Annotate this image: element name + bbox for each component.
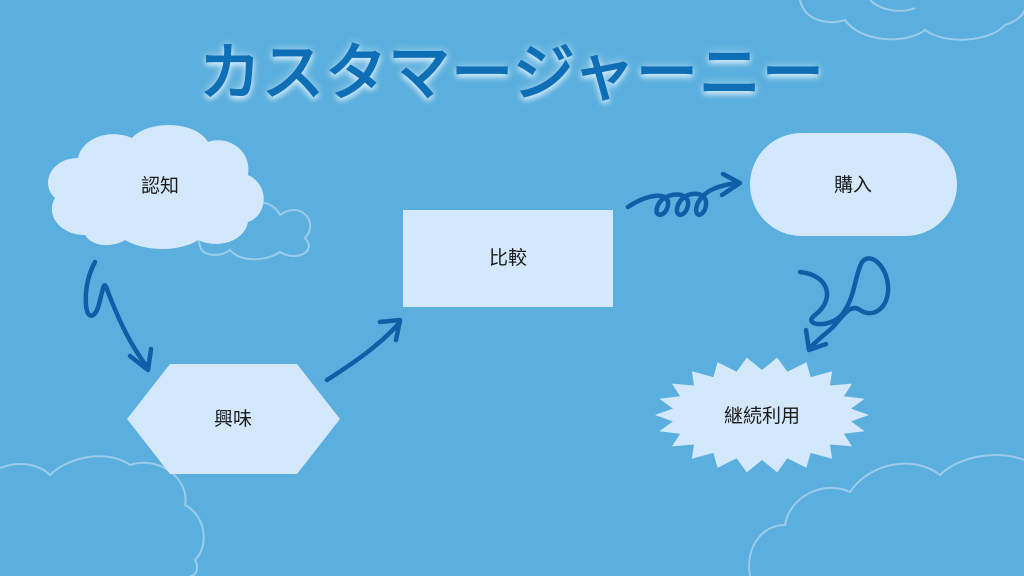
arrow-interest-to-comparison	[324, 317, 403, 383]
node-label-awareness: 認知	[140, 175, 179, 197]
retention-starburst-shape	[655, 357, 869, 473]
arrow-awareness-to-interest	[83, 259, 154, 373]
node-label-interest: 興味	[213, 408, 252, 430]
arrows	[83, 171, 891, 383]
node-shapes	[48, 124, 957, 474]
page-title: カスタマージャーニー	[199, 36, 825, 109]
bg-cloud-bottom-right	[748, 454, 1024, 576]
arrow-purchase-to-retention	[797, 256, 891, 353]
purchase-pill-shape	[750, 133, 957, 236]
bg-cloud-top-right-inner	[869, 0, 916, 12]
comparison-rectangle-shape	[403, 210, 613, 307]
node-label-purchase: 購入	[833, 174, 872, 196]
node-label-retention: 継続利用	[723, 405, 800, 427]
node-label-comparison: 比較	[488, 247, 527, 269]
bg-cloud-bottom-left	[0, 455, 205, 576]
bg-cloud-top-right	[799, 0, 1024, 41]
interest-hexagon-shape	[127, 364, 340, 474]
awareness-cloud-shape	[48, 124, 264, 249]
arrow-comparison-to-purchase	[625, 171, 743, 217]
